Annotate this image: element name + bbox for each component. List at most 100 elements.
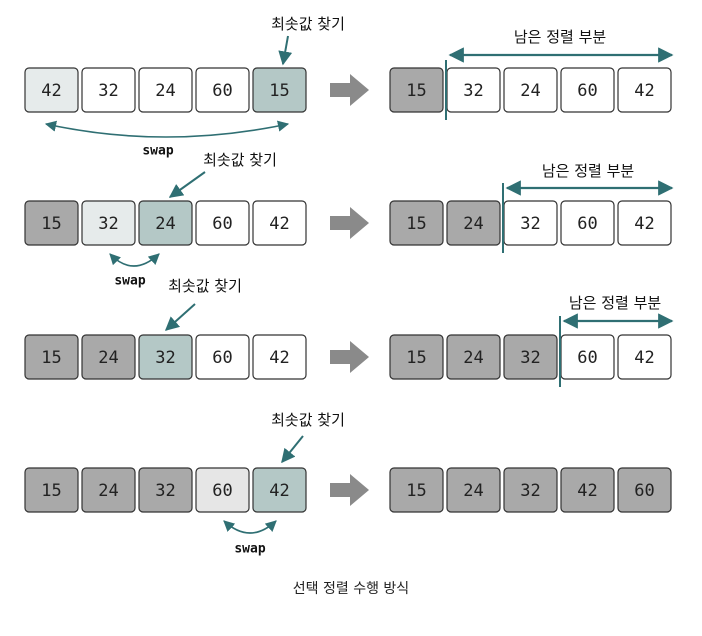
box-before-1-5 <box>252 67 307 113</box>
box-value-after-2-5: 42 <box>634 214 654 234</box>
box-after-1-3 <box>503 67 558 113</box>
swap-arc-2 <box>109 253 160 267</box>
box-before-1-2 <box>81 67 136 113</box>
swap-label-1: swap <box>142 144 173 159</box>
transition-arrow-1 <box>330 74 369 106</box>
swap-label-3: swap <box>234 542 265 557</box>
find-min-label-1: 최솟값 찾기 <box>271 15 345 33</box>
box-before-3-4 <box>195 334 250 380</box>
box-value-after-4-3: 32 <box>520 481 540 501</box>
box-before-3-1 <box>24 334 79 380</box>
box-value-after-2-3: 32 <box>520 214 540 234</box>
box-value-after-1-4: 60 <box>577 81 597 101</box>
box-value-after-1-1: 15 <box>406 81 426 101</box>
box-value-before-2-4: 60 <box>212 214 232 234</box>
box-value-before-1-1: 42 <box>41 81 61 101</box>
transition-arrow-4 <box>330 474 369 506</box>
box-value-before-4-5: 42 <box>269 481 289 501</box>
box-before-3-3 <box>138 334 193 380</box>
box-value-before-4-3: 32 <box>155 481 175 501</box>
box-value-before-3-2: 24 <box>98 348 118 368</box>
box-after-4-1 <box>389 467 444 513</box>
box-before-4-5 <box>252 467 307 513</box>
box-value-before-2-5: 42 <box>269 214 289 234</box>
box-after-4-5 <box>617 467 672 513</box>
find-min-label-2: 최솟값 찾기 <box>203 151 277 169</box>
box-value-after-1-5: 42 <box>634 81 654 101</box>
box-value-before-2-1: 15 <box>41 214 61 234</box>
box-after-1-1 <box>389 67 444 113</box>
box-value-after-4-5: 60 <box>634 481 654 501</box>
box-after-3-1 <box>389 334 444 380</box>
box-value-after-4-4: 42 <box>577 481 597 501</box>
box-after-4-2 <box>446 467 501 513</box>
box-value-after-3-4: 60 <box>577 348 597 368</box>
box-after-3-2 <box>446 334 501 380</box>
box-before-4-4 <box>195 467 250 513</box>
find-min-arrow-1 <box>278 35 293 66</box>
transition-arrow-2 <box>330 207 369 239</box>
box-value-after-3-1: 15 <box>406 348 426 368</box>
box-value-after-1-2: 32 <box>463 81 483 101</box>
box-value-before-3-3: 32 <box>155 348 175 368</box>
box-after-2-1 <box>389 200 444 246</box>
box-after-1-4 <box>560 67 615 113</box>
box-value-before-3-5: 42 <box>269 348 289 368</box>
swap-arc-3 <box>223 520 277 534</box>
box-value-after-4-1: 15 <box>406 481 426 501</box>
box-value-before-1-5: 15 <box>269 81 289 101</box>
box-after-2-4 <box>560 200 615 246</box>
box-value-before-4-4: 60 <box>212 481 232 501</box>
box-value-after-3-3: 32 <box>520 348 540 368</box>
box-value-after-1-3: 24 <box>520 81 540 101</box>
box-after-2-5 <box>617 200 672 246</box>
diagram-caption: 선택 정렬 수행 방식 <box>292 581 410 597</box>
box-before-2-1 <box>24 200 79 246</box>
find-min-label-3: 최솟값 찾기 <box>168 277 242 295</box>
box-value-after-2-2: 24 <box>463 214 483 234</box>
box-before-1-4 <box>195 67 250 113</box>
swap-label-2: swap <box>114 274 145 289</box>
box-value-before-3-4: 60 <box>212 348 232 368</box>
box-value-before-4-2: 24 <box>98 481 118 501</box>
find-min-arrow-3 <box>164 303 196 331</box>
box-value-before-2-3: 24 <box>155 214 175 234</box>
swap-arc-1 <box>44 120 290 138</box>
box-value-after-2-1: 15 <box>406 214 426 234</box>
box-before-2-5 <box>252 200 307 246</box>
box-after-4-4 <box>560 467 615 513</box>
find-min-arrow-2 <box>168 171 206 198</box>
box-before-2-3 <box>138 200 193 246</box>
box-value-before-1-2: 32 <box>98 81 118 101</box>
box-value-before-2-2: 32 <box>98 214 118 234</box>
box-value-after-3-5: 42 <box>634 348 654 368</box>
box-value-before-4-1: 15 <box>41 481 61 501</box>
remaining-label-3: 남은 정렬 부분 <box>569 294 662 312</box>
box-after-1-5 <box>617 67 672 113</box>
box-before-4-1 <box>24 467 79 513</box>
box-value-after-2-4: 60 <box>577 214 597 234</box>
find-min-label-4: 최솟값 찾기 <box>271 411 345 429</box>
box-after-2-2 <box>446 200 501 246</box>
box-after-3-3 <box>503 334 558 380</box>
box-value-after-3-2: 24 <box>463 348 483 368</box>
box-after-4-3 <box>503 467 558 513</box>
box-value-before-1-4: 60 <box>212 81 232 101</box>
box-before-4-2 <box>81 467 136 513</box>
find-min-arrow-4 <box>281 435 304 464</box>
box-after-3-5 <box>617 334 672 380</box>
remaining-label-2: 남은 정렬 부분 <box>542 162 635 180</box>
box-before-2-4 <box>195 200 250 246</box>
box-before-4-3 <box>138 467 193 513</box>
box-before-2-2 <box>81 200 136 246</box>
box-value-after-4-2: 24 <box>463 481 483 501</box>
box-value-before-3-1: 15 <box>41 348 61 368</box>
box-before-3-5 <box>252 334 307 380</box>
box-before-1-3 <box>138 67 193 113</box>
box-before-1-1 <box>24 67 79 113</box>
transition-arrow-3 <box>330 341 369 373</box>
remaining-label-1: 남은 정렬 부분 <box>514 28 607 46</box>
box-value-before-1-3: 24 <box>155 81 175 101</box>
